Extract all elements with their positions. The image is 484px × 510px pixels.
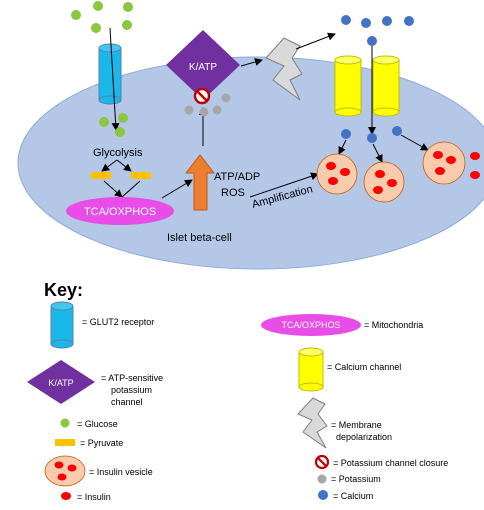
calcium-to-vesicle-arrow	[372, 143, 383, 163]
tca-label: TCA/OXPHOS	[84, 206, 156, 218]
katp-output-arrow	[240, 58, 263, 67]
key-potassium-label: = Potassium	[331, 474, 381, 484]
glycolysis-arrow-right	[116, 159, 132, 172]
pyruvate-icon	[131, 172, 151, 179]
key-katp-icon-label: K/ATP	[48, 378, 73, 388]
pyruvate-icon	[55, 439, 75, 446]
glucose-entry-arrow	[109, 27, 120, 131]
potassium-channel-closure-icon	[314, 454, 330, 470]
insulin-vesicle-icon	[316, 153, 358, 195]
key-insulin-label: = Insulin	[77, 492, 111, 502]
key-k-closure-label: = Potassium channel closure	[333, 458, 448, 468]
katp-label: K/ATP	[189, 62, 217, 73]
insulin-vesicle-icon	[363, 161, 405, 203]
membrane-depolarization-icon	[297, 397, 328, 449]
insulin-vesicle-icon	[422, 141, 466, 185]
glut2-receptor-icon	[98, 43, 122, 105]
depolarization-arrow	[295, 32, 336, 50]
atp-increase-arrow	[184, 154, 216, 211]
intracellular-glucose	[99, 113, 128, 137]
key-pyruvate-label: = Pyruvate	[80, 438, 123, 448]
mitochondria-icon	[261, 314, 361, 336]
calcium-channel-icon	[372, 55, 400, 117]
atp-adp-label: ATP/ADP	[214, 171, 260, 183]
cell-label: Islet beta-cell	[167, 232, 232, 244]
key-calcium-label: = Calcium	[333, 491, 373, 501]
glut2-receptor-icon	[50, 301, 74, 349]
key-katp-label: channel	[111, 397, 143, 407]
secreted-insulin	[470, 152, 480, 179]
amplification-arrow	[249, 172, 319, 198]
islet-beta-cell	[17, 56, 484, 270]
key-membrane-label: depolarization	[336, 432, 392, 442]
calcium-icon	[318, 490, 328, 500]
ros-label: ROS	[221, 187, 245, 199]
pyruvate-to-tca-arrow	[121, 180, 141, 198]
tca-to-atp-arrow	[161, 179, 193, 199]
calcium-channel-icon	[298, 347, 324, 392]
key-glucose-label: = Glucose	[77, 419, 118, 429]
pyruvate-to-tca-arrow	[103, 180, 123, 198]
insulin-vesicle-icon	[44, 455, 86, 487]
pyruvate-icon	[91, 172, 111, 179]
key-katp-label: = ATP-sensitive	[101, 373, 163, 383]
key-calcium-channel-label: = Calcium channel	[327, 362, 401, 372]
k-atp-channel-icon: K/ATP	[27, 360, 95, 404]
key-glut2-label: = GLUT2 receptor	[82, 317, 154, 327]
calcium-to-vesicle-arrow	[338, 139, 347, 155]
k-atp-channel-icon: K/ATP	[166, 30, 240, 100]
potassium-ions	[184, 93, 231, 117]
calcium-channel-icon	[334, 55, 362, 117]
intracellular-calcium	[341, 126, 402, 143]
calcium-to-vesicle-arrow	[400, 134, 429, 151]
mitochondria-icon	[66, 197, 174, 225]
glucose-icon	[60, 418, 70, 428]
glycolysis-arrow-left	[101, 159, 118, 172]
insulin-icon	[61, 492, 71, 500]
potassium-channel-closure-icon	[193, 87, 211, 105]
key-mito-icon-label: TCA/OXPHOS	[281, 320, 340, 330]
potassium-icon	[317, 474, 327, 484]
extracellular-calcium	[341, 15, 414, 46]
key-mito-label: = Mitochondria	[364, 320, 423, 330]
key-title: Key:	[44, 280, 83, 300]
key-katp-label: potassium	[111, 385, 152, 395]
key-vesicle-label: = Insulin vesicle	[89, 467, 153, 477]
glycolysis-label: Glycolysis	[93, 147, 143, 159]
extracellular-glucose	[71, 1, 133, 33]
membrane-depolarization-icon	[265, 37, 303, 101]
key-membrane-label: = Membrane	[331, 420, 382, 430]
